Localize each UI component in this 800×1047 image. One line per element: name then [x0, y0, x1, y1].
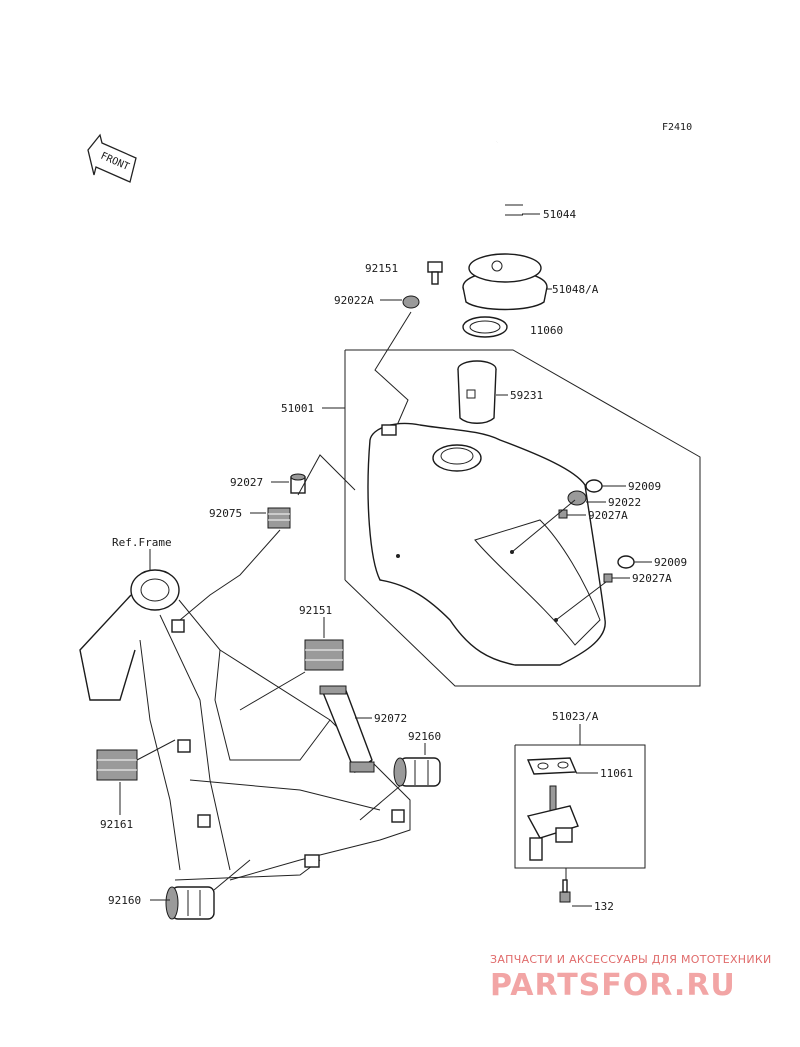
- label-92072: 92072: [374, 712, 407, 725]
- breather-hose: [495, 130, 568, 241]
- collar-92027: [290, 473, 306, 494]
- damper-92160-right: [393, 757, 441, 787]
- label-92009-b: 92009: [654, 556, 687, 569]
- label-92160-bottom: 92160: [108, 894, 141, 907]
- collar-92027a-a: [558, 509, 568, 519]
- motorcycle-frame: [79, 569, 411, 881]
- label-92160-right: 92160: [408, 730, 441, 743]
- label-51001: 51001: [281, 402, 314, 415]
- label-92027A-a: 92027A: [588, 509, 628, 522]
- figure-code: F2410: [662, 122, 692, 133]
- grommet-92009-b: [617, 555, 635, 569]
- label-92009-a: 92009: [628, 480, 661, 493]
- front-arrow-icon: FRONT: [87, 133, 137, 183]
- label-51023A: 51023/A: [552, 710, 599, 723]
- damper-92160-bottom: [165, 886, 215, 920]
- label-11060: 11060: [530, 324, 563, 337]
- fuel-cap: [462, 253, 548, 311]
- strap-92072: [319, 685, 375, 774]
- watermark-tagline: ЗАПЧАСТИ И АКСЕССУАРЫ ДЛЯ МОТОТЕХНИКИ: [490, 953, 772, 966]
- watermark-brand: PARTSFOR.RU: [490, 968, 736, 1003]
- filler-strainer: [457, 360, 497, 424]
- label-92022: 92022: [608, 496, 641, 509]
- label-92027A-b: 92027A: [632, 572, 672, 585]
- label-92027: 92027: [230, 476, 263, 489]
- tank-group-box: [344, 349, 701, 687]
- fuel-tap-group-box: [514, 744, 646, 869]
- grommet-92009-a: [585, 479, 603, 493]
- washer-92022: [567, 490, 587, 506]
- bolt-top: [427, 261, 443, 285]
- label-11061: 11061: [600, 767, 633, 780]
- label-92161: 92161: [100, 818, 133, 831]
- damper-92161: [96, 749, 138, 781]
- label-59231: 59231: [510, 389, 543, 402]
- label-132: 132: [594, 900, 614, 913]
- label-51048A: 51048/A: [552, 283, 599, 296]
- collar-92027a-b: [603, 573, 613, 583]
- label-92075: 92075: [209, 507, 242, 520]
- label-51044: 51044: [543, 208, 576, 221]
- fuel-tank: [367, 422, 606, 666]
- label-92151-top: 92151: [365, 262, 398, 275]
- damper-92075: [267, 507, 291, 529]
- fuel-tap: [526, 785, 579, 861]
- washer-92022a: [402, 295, 420, 309]
- ref-frame-label: Ref.Frame: [112, 536, 172, 549]
- label-92022A: 92022A: [334, 294, 374, 307]
- tap-gasket: [526, 757, 578, 775]
- damper-92151-mid: [304, 639, 344, 671]
- label-92151-mid: 92151: [299, 604, 332, 617]
- gasket-ring: [462, 316, 508, 338]
- screw-132: [559, 879, 571, 903]
